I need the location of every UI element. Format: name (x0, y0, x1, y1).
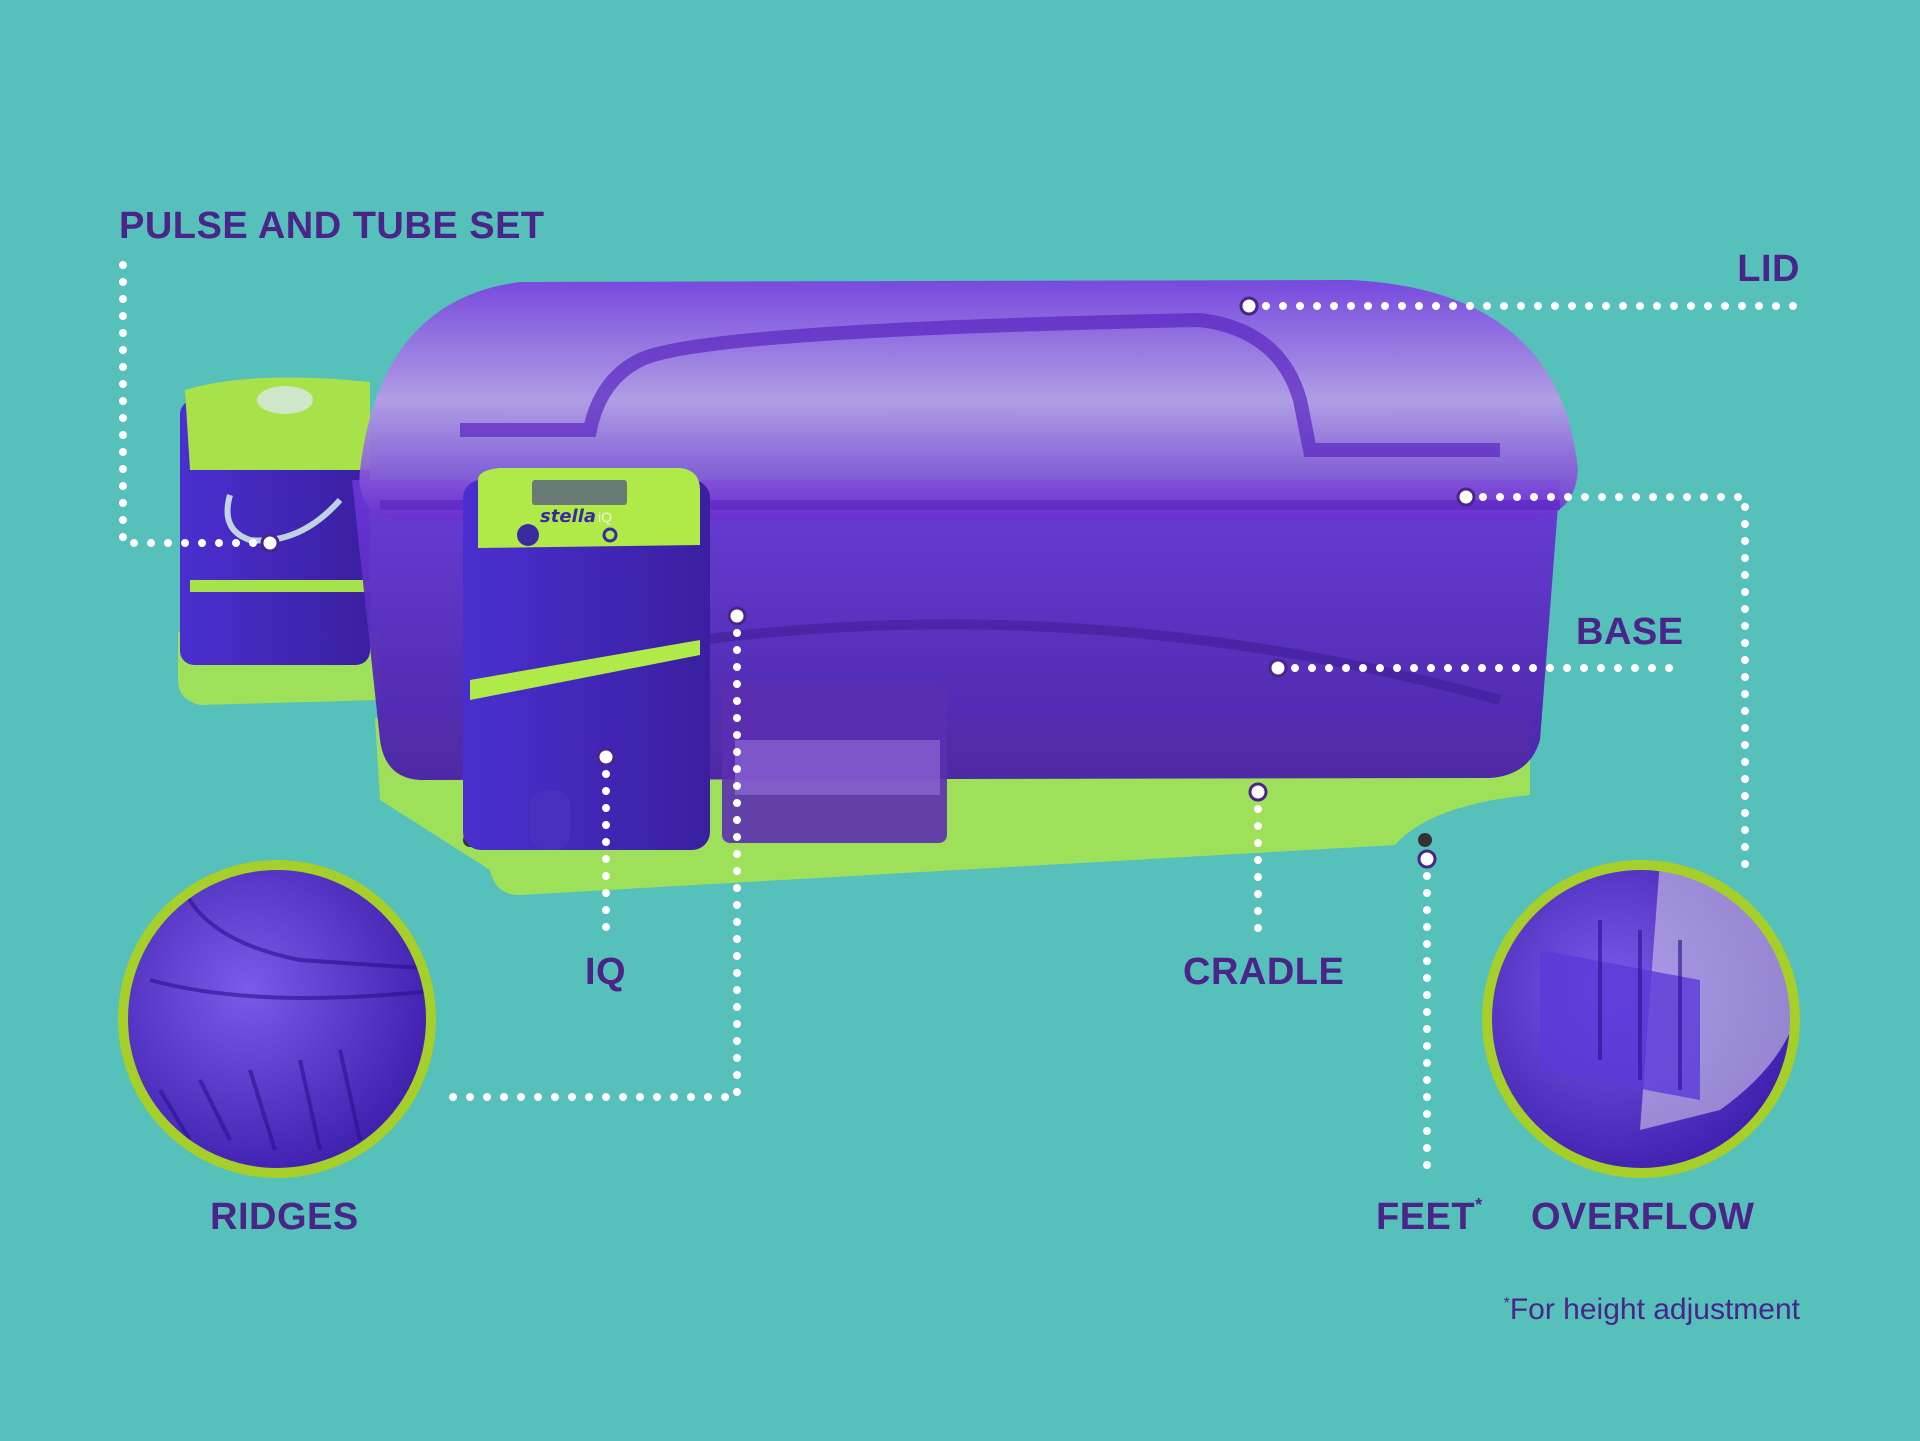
leader-overflow (1462, 493, 1749, 874)
overflow-callout (1482, 860, 1800, 1178)
label-base: BASE (1576, 611, 1684, 653)
label-feet-marker: * (1475, 1195, 1483, 1215)
play-button-icon (517, 524, 539, 546)
label-feet: FEET* (1376, 1195, 1483, 1238)
label-ridges: RIDGES (210, 1196, 359, 1238)
pulse-and-tube-set-unit (178, 377, 380, 705)
label-feet-text: FEET (1376, 1196, 1476, 1238)
device-model: iQ (598, 509, 612, 525)
label-overflow: OVERFLOW (1531, 1196, 1755, 1238)
label-cradle: CRADLE (1183, 951, 1345, 993)
leader-pulse (119, 261, 274, 547)
power-button-icon (602, 527, 618, 543)
footnote: *For height adjustment (1504, 1295, 1800, 1325)
footnote-marker: * (1503, 1295, 1510, 1312)
iq-unit: stella iQ (463, 468, 710, 850)
footnote-text: For height adjustment (1509, 1293, 1800, 1326)
label-pulse-and-tube-set: PULSE AND TUBE SET (119, 205, 545, 247)
filter (722, 683, 947, 843)
leader-endpoints (260, 296, 1476, 869)
label-iq: IQ (585, 951, 627, 993)
lid (359, 280, 1578, 520)
ridges-callout (118, 860, 436, 1178)
label-lid: LID (1737, 248, 1800, 290)
device-brand: stella (540, 506, 596, 527)
